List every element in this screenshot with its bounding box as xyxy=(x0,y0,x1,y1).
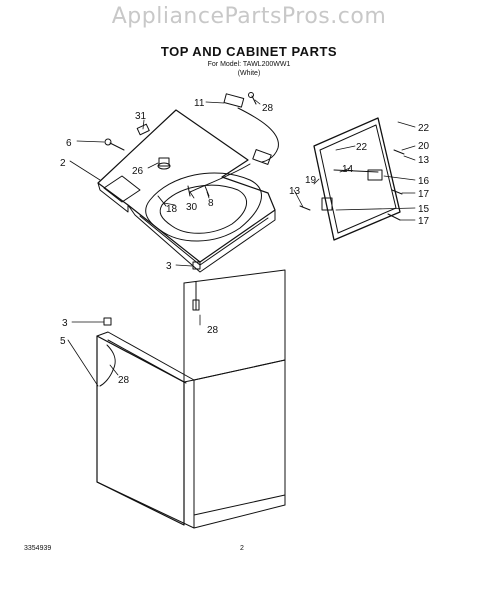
model-line: For Model: TAWL200WW1 xyxy=(207,61,291,68)
callout-14: 14 xyxy=(342,164,354,175)
callout-28-top: 28 xyxy=(262,103,274,114)
callout-15: 15 xyxy=(418,204,430,215)
callout-6: 6 xyxy=(66,138,72,149)
callout-8: 8 xyxy=(208,198,214,209)
callout-31: 31 xyxy=(135,111,147,122)
callout-28-cabinet: 28 xyxy=(118,375,130,386)
lid-switch-harness xyxy=(189,93,279,193)
top-assembly xyxy=(97,109,276,273)
callout-2: 2 xyxy=(60,158,66,169)
callout-16: 16 xyxy=(418,176,430,187)
callout-17-lower: 17 xyxy=(418,216,430,227)
leader-lines xyxy=(67,99,416,387)
page-number: 2 xyxy=(240,545,244,552)
callout-18: 18 xyxy=(166,204,178,215)
callout-30: 30 xyxy=(186,202,198,213)
callout-11: 11 xyxy=(194,98,205,109)
callout-labels: 31 6 2 26 30 8 18 11 28 22 22 20 13 14 1… xyxy=(60,98,430,386)
watermark: AppliancePartsPros.com xyxy=(111,4,387,29)
rear-panel xyxy=(299,117,405,241)
diagram-title: TOP AND CABINET PARTS xyxy=(160,44,338,59)
callout-5: 5 xyxy=(60,336,66,347)
cabinet-fasteners xyxy=(103,261,201,326)
reference-number: 3354939 xyxy=(24,545,52,552)
callout-19: 19 xyxy=(305,175,317,186)
callout-20: 20 xyxy=(418,141,430,152)
callout-3-left: 3 xyxy=(62,318,68,329)
callout-28-middle: 28 xyxy=(207,325,219,336)
callout-13-left: 13 xyxy=(289,186,301,197)
model-caption: For Model: TAWL200WW1 (White) xyxy=(0,60,498,78)
cabinet xyxy=(96,269,286,529)
callout-17-upper: 17 xyxy=(418,189,430,200)
callout-22-panel: 22 xyxy=(356,142,368,153)
callout-3-top: 3 xyxy=(166,261,172,272)
callout-22-right: 22 xyxy=(418,123,430,134)
callout-13-right: 13 xyxy=(418,155,430,166)
callout-26: 26 xyxy=(132,166,144,177)
hardware-parts xyxy=(104,92,257,207)
color-line: (White) xyxy=(237,70,261,77)
